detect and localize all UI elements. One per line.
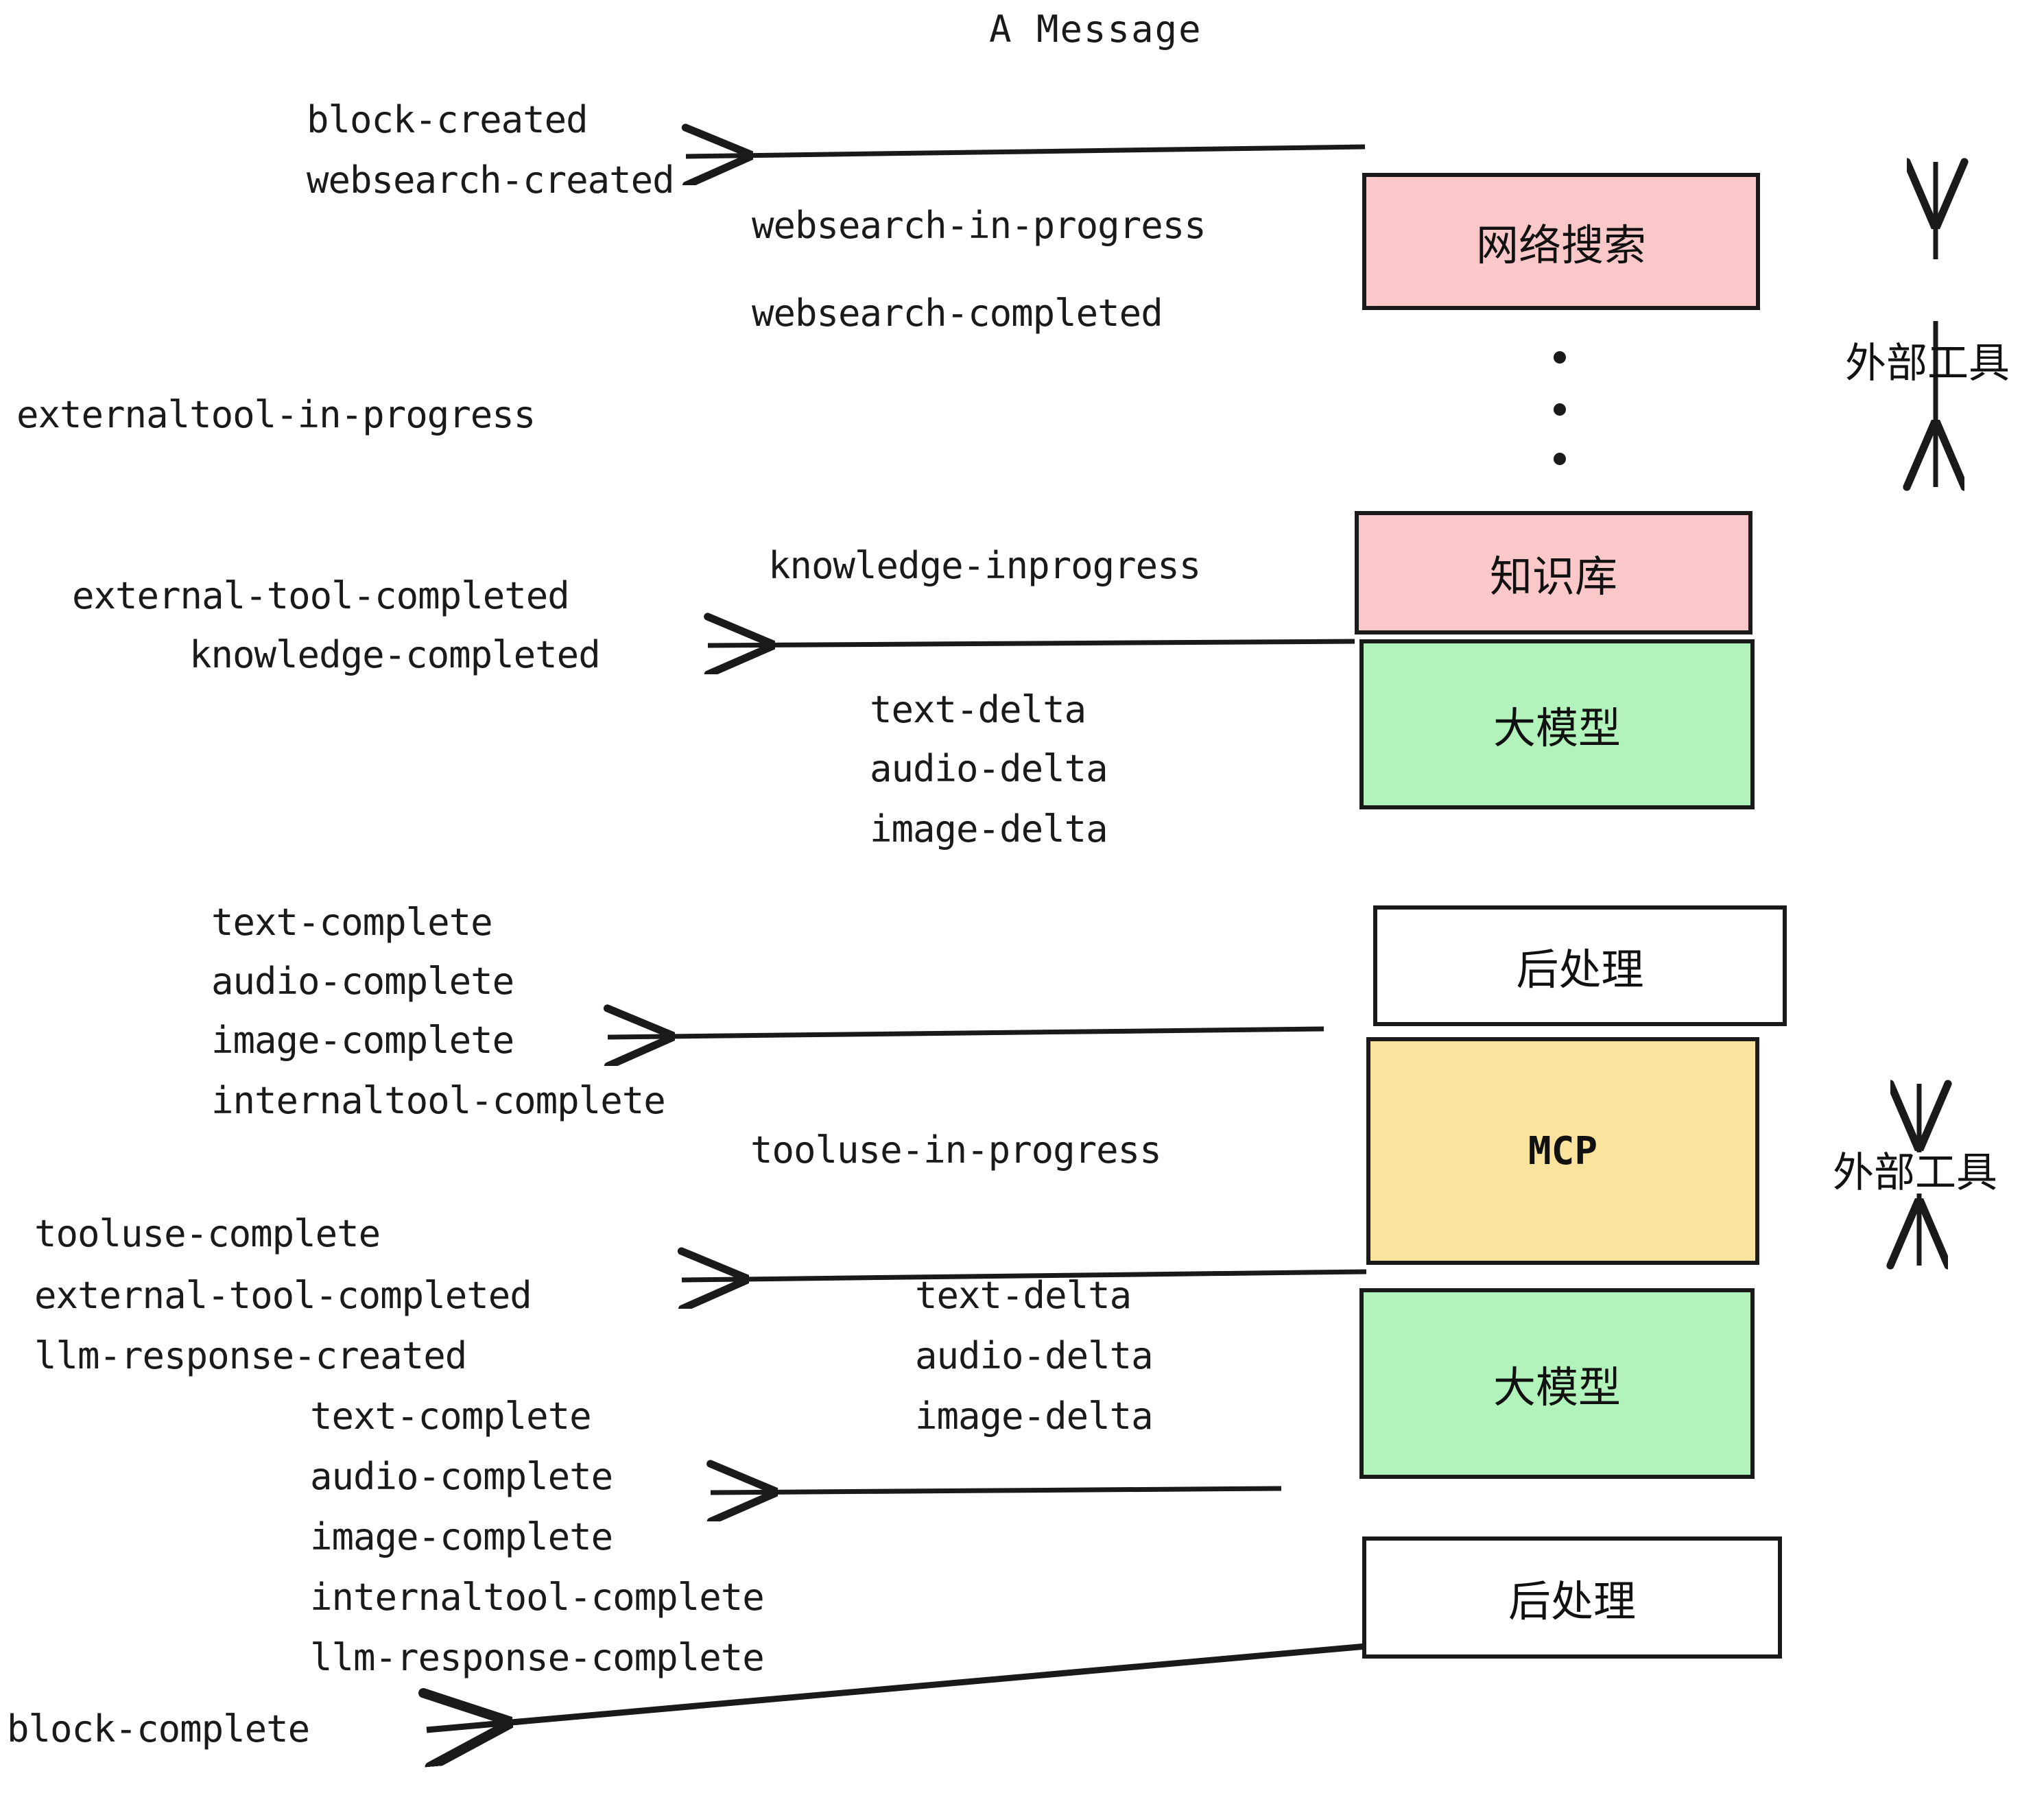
box-mcp-label: MCP	[1528, 1128, 1598, 1174]
event-audio-delta-1: audio-delta	[870, 747, 1108, 790]
event-websearch-created: websearch-created	[307, 158, 675, 202]
event-image-delta-1: image-delta	[870, 807, 1108, 851]
arrow-knowledge-to-knowledge-completed	[708, 641, 1355, 645]
ellipsis-dot-3	[1554, 453, 1566, 465]
event-llm-response-created: llm-response-created	[34, 1334, 467, 1377]
arrow-websearch-to-block-created	[686, 147, 1366, 156]
ellipsis-dot-2	[1554, 403, 1566, 416]
box-postprocess-1[interactable]: 后处理	[1373, 905, 1787, 1026]
box-websearch-label: 网络搜索	[1475, 220, 1646, 270]
box-llm-1-label: 大模型	[1493, 703, 1621, 753]
event-text-complete-1: text-complete	[211, 901, 493, 944]
box-llm-2-label: 大模型	[1493, 1362, 1621, 1412]
box-llm-2[interactable]: 大模型	[1359, 1288, 1755, 1479]
event-knowledge-completed: knowledge-completed	[189, 633, 601, 676]
box-knowledge-label: 知识库	[1489, 551, 1617, 602]
box-mcp[interactable]: MCP	[1366, 1037, 1759, 1265]
event-image-complete-2: image-complete	[310, 1515, 613, 1558]
event-text-complete-2: text-complete	[310, 1394, 592, 1438]
label-external-tools-bottom: 外部工具	[1833, 1149, 1997, 1197]
event-block-complete: block-complete	[7, 1707, 310, 1750]
event-external-tool-completed-2: external-tool-completed	[34, 1274, 532, 1317]
event-image-delta-2: image-delta	[915, 1394, 1154, 1438]
event-block-created: block-created	[307, 98, 589, 141]
arrow-postprocess1-to-image-complete	[608, 1029, 1324, 1037]
event-external-tool-completed-1: external-tool-completed	[72, 574, 570, 617]
box-postprocess-2-label: 后处理	[1508, 1576, 1636, 1626]
box-websearch[interactable]: 网络搜索	[1362, 173, 1760, 310]
event-audio-delta-2: audio-delta	[915, 1334, 1154, 1377]
label-external-tools-top: 外部工具	[1845, 340, 2010, 388]
diagram-title: A Message	[989, 8, 1202, 51]
event-websearch-completed: websearch-completed	[752, 292, 1163, 335]
event-externaltool-in-progress: externaltool-in-progress	[16, 393, 536, 436]
event-tooluse-complete: tooluse-complete	[34, 1212, 381, 1255]
event-internaltool-complete-1: internaltool-complete	[211, 1079, 666, 1122]
event-llm-response-complete: llm-response-complete	[310, 1636, 765, 1679]
event-image-complete-1: image-complete	[211, 1019, 514, 1062]
box-postprocess-1-label: 后处理	[1516, 945, 1644, 995]
event-audio-complete-2: audio-complete	[310, 1455, 613, 1498]
box-postprocess-2[interactable]: 后处理	[1362, 1536, 1782, 1659]
ellipsis-dot-1	[1554, 351, 1566, 364]
event-text-delta-2: text-delta	[915, 1274, 1132, 1317]
event-internaltool-complete-2: internaltool-complete	[310, 1576, 765, 1619]
event-tooluse-in-progress: tooluse-in-progress	[750, 1128, 1162, 1172]
event-websearch-in-progress: websearch-in-progress	[752, 204, 1207, 247]
box-knowledge[interactable]: 知识库	[1355, 511, 1752, 634]
event-audio-complete-1: audio-complete	[211, 960, 514, 1003]
event-knowledge-inprogress: knowledge-inprogress	[768, 544, 1201, 587]
box-llm-1[interactable]: 大模型	[1359, 639, 1755, 809]
event-text-delta-1: text-delta	[870, 688, 1086, 731]
arrow-llm2-to-audio-complete	[711, 1488, 1282, 1493]
